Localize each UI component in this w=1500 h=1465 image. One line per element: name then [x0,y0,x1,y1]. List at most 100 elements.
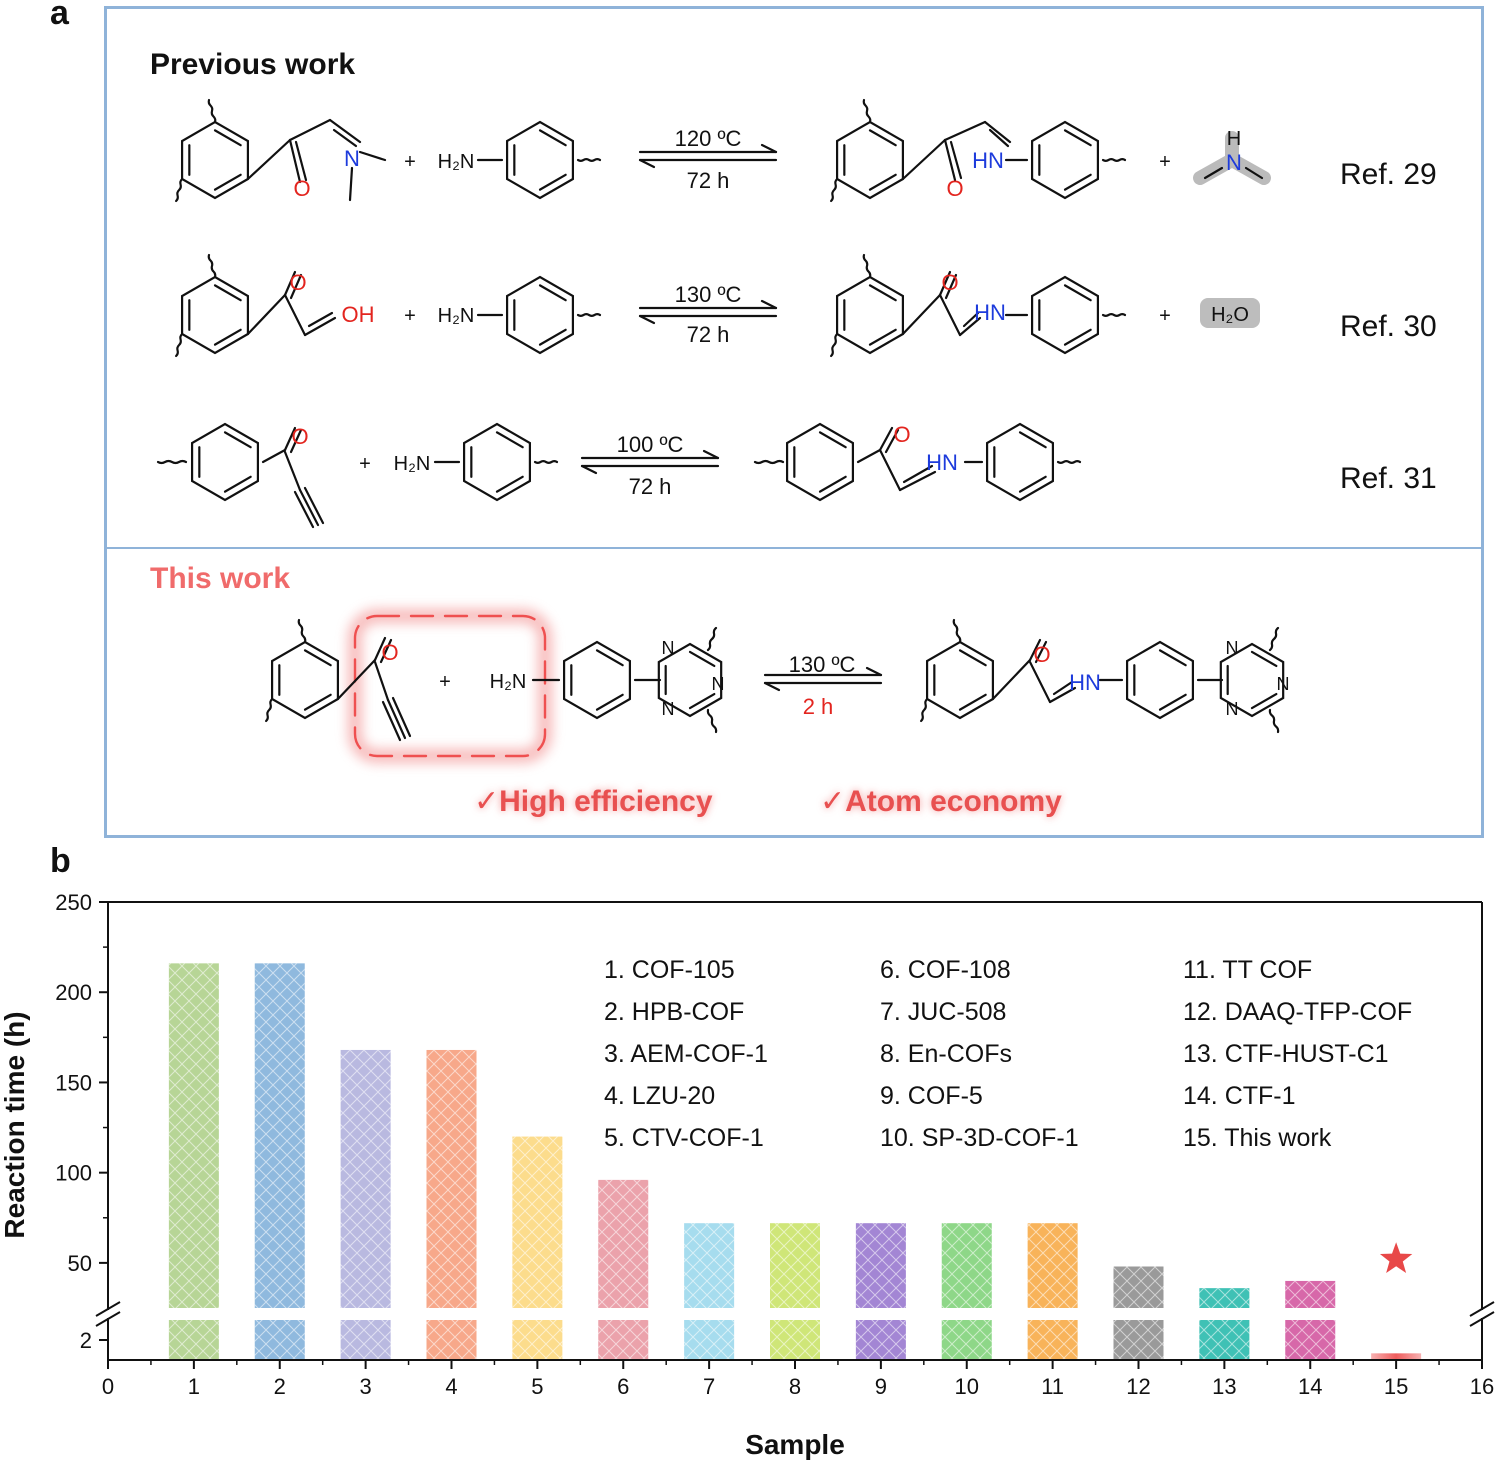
y-tick-label-50: 50 [68,1251,92,1276]
row1-n: N [344,146,360,171]
x-tick-label-10: 10 [955,1374,979,1399]
row4-time: 2 h [802,694,834,719]
legend-entry-5: 5. CTV-COF-1 [604,1124,764,1152]
row1-temperature: 120 ºC [674,126,742,151]
row3-reactant-ring [190,422,260,502]
x-tick-label-7: 7 [703,1374,715,1399]
row2-byproduct-plus: + [1159,305,1171,327]
legend-entry-9: 9. COF-5 [880,1082,983,1110]
panel-a-letter: a [50,0,69,32]
svg-text:N: N [662,699,675,719]
x-tick-label-4: 4 [445,1374,457,1399]
row3-amine: H₂N [394,453,431,475]
y-tick-label-150: 150 [55,1070,92,1095]
row4-temperature: 130 ºC [788,652,856,677]
x-tick-label-14: 14 [1298,1374,1322,1399]
y-axis-label: Reaction time (h) [0,1011,30,1238]
svg-text:N: N [712,674,725,694]
water-highlight [1200,298,1260,328]
legend-entry-14: 14. CTF-1 [1183,1082,1296,1110]
row4-carbonyl-o: O [381,640,398,665]
legend-entry-1: 1. COF-105 [604,956,735,984]
row3-product-ring [785,422,855,502]
panel-b-letter: b [50,842,71,880]
row4-product-o: O [1033,642,1050,667]
row4-amine-ring [562,640,632,720]
x-tick-label-11: 11 [1041,1374,1064,1399]
legend-entry-4: 4. LZU-20 [604,1082,715,1110]
row2-time: 72 h [686,322,730,347]
legend-entry-8: 8. En-COFs [880,1040,1012,1068]
row1-amine: H₂N [438,151,475,173]
x-tick-label-5: 5 [531,1374,543,1399]
row1-product-ring [835,120,905,200]
svg-text:N: N [1226,638,1239,658]
svg-text:N: N [1277,674,1290,694]
row2-product-o: O [941,270,958,295]
y-tick-label-250: 250 [55,890,92,915]
x-tick-label-8: 8 [789,1374,801,1399]
row3-carbonyl-o: O [291,424,308,449]
row3-amine-ring [462,422,532,502]
legend-entry-13: 13. CTF-HUST-C1 [1183,1040,1389,1068]
water-label: H₂O [1211,304,1249,326]
high-efficiency-label: ✓High efficiency [474,785,713,818]
svg-text:N: N [1226,699,1239,719]
previous-work-title: Previous work [150,48,356,81]
y-tick-label-200: 200 [55,980,92,1005]
row2-product-ring [835,275,905,355]
row1-byproduct-plus: + [1159,151,1171,173]
legend-entry-6: 6. COF-108 [880,956,1011,984]
row1-time: 72 h [686,168,730,193]
row2-temperature: 130 ºC [674,282,742,307]
legend-entry-2: 2. HPB-COF [604,998,744,1026]
row1-plus: + [404,151,416,173]
legend-entry-11: 11. TT COF [1183,956,1312,984]
y-tick-label-100: 100 [55,1161,92,1186]
x-tick-label-15: 15 [1384,1374,1408,1399]
row1-reactant-ring [180,120,250,200]
svg-text:N: N [662,638,675,658]
ref-31: Ref. 31 [1340,462,1437,495]
this-work-star-marker [1379,1242,1413,1274]
row2-product-amine-ring [1030,275,1100,355]
legend-entry-15: 15. This work [1183,1124,1332,1152]
row2-amine: H₂N [438,305,475,327]
row3-product-o: O [893,422,910,447]
bar-lower-15 [1371,1353,1422,1360]
highlight-dashed-box [353,614,547,758]
row2-reactant-ring [180,275,250,355]
x-axis-label: Sample [745,1429,845,1460]
row1-product-nh: HN [972,148,1004,173]
row4-amine: H₂N [490,671,527,693]
x-tick-label-13: 13 [1212,1374,1236,1399]
row4-reactant-ring [270,640,340,720]
axis-break-mark [95,1301,121,1317]
ref-30: Ref. 30 [1340,310,1437,343]
row3-plus: + [359,453,371,475]
legend-entry-12: 12. DAAQ-TFP-COF [1183,998,1412,1026]
row2-product-nh: HN [974,300,1006,325]
ref-29: Ref. 29 [1340,158,1437,191]
row1-amine-ring [505,120,575,200]
row4-triazine-ring [657,642,723,718]
row1-product-amine-ring [1030,120,1100,200]
row4-product-amine-ring [1125,640,1195,720]
row2-amine-ring [505,275,575,355]
reaction-scheme: ON+H₂NOHN+HNOOH+H₂NOHN+H₂OO+H₂NOHNO+H₂NN… [156,98,1290,763]
row4-product-ring [925,640,995,720]
reaction-scheme-panel [104,6,1484,838]
row2-plus: + [404,305,416,327]
x-tick-label-0: 0 [102,1374,114,1399]
section-divider [107,547,1481,549]
legend-entry-10: 10. SP-3D-COF-1 [880,1124,1079,1152]
row1-product-o: O [946,176,963,201]
x-tick-label-12: 12 [1126,1374,1150,1399]
byproduct-n: N [1226,150,1242,175]
row1-carbonyl-o: O [293,176,310,201]
row4-plus: + [439,671,451,693]
this-work-title: This work [150,562,291,595]
x-tick-label-1: 1 [188,1374,200,1399]
row3-temperature: 100 ºC [616,432,684,457]
